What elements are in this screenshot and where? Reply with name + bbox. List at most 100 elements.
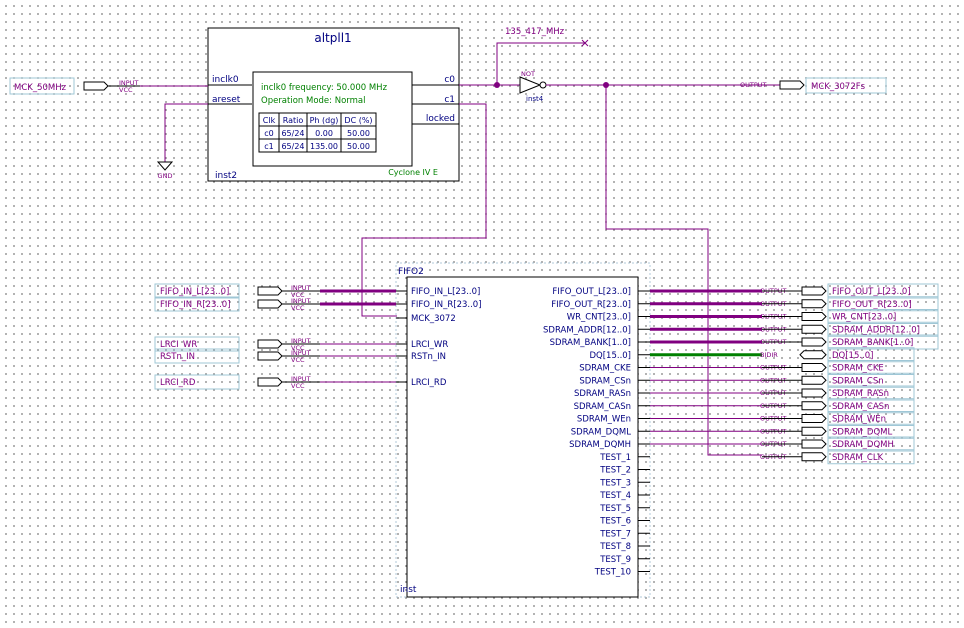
fifo-right-port-label: SDRAM_CKE: [579, 364, 631, 374]
fifo-left-port-label: MCK_3072: [411, 314, 456, 324]
fifo-right-port-label: SDRAM_CSn: [579, 376, 631, 386]
pll-family: Cyclone IV E: [388, 168, 438, 177]
fifo-right-port-label: TEST_2: [599, 466, 631, 476]
fifo-right-port-label: SDRAM_DQMH: [569, 440, 631, 450]
pll-table-cell: 135.00: [310, 142, 338, 151]
pll-table-header-cell: Clk: [263, 116, 276, 125]
output-pin-name: SDRAM_CSn: [832, 376, 884, 386]
fifo-right-port-label: TEST_1: [599, 453, 631, 463]
input-pin-name: FIFO_IN_R[23..0]: [160, 300, 231, 310]
gnd-label: GND: [158, 172, 173, 180]
pll-port-c1: c1: [444, 95, 455, 105]
output-pin-name: SDRAM_ADDR[12..0]: [832, 325, 920, 335]
pll-table-header-cell: Ratio: [283, 116, 304, 125]
fifo-right-port-label: TEST_6: [599, 517, 631, 527]
output-pin-name: SDRAM_CASn: [832, 402, 889, 412]
input-pin-vcc: VCC: [291, 344, 305, 352]
fifo-right-port-label: FIFO_OUT_L[23..0]: [552, 287, 631, 297]
pll-port-locked: locked: [426, 114, 455, 124]
input-pin-type: INPUT: [291, 375, 310, 383]
wire-sdram-clk: [605, 85, 762, 456]
fifo-left-port-label: LRCI_WR: [411, 340, 448, 350]
pll-table-cell: c0: [264, 129, 274, 138]
output-pin-type: BIDIR: [760, 351, 778, 359]
pll-port-inclk0: inclk0: [212, 75, 239, 85]
pll-block[interactable]: altpll1 inst2 Cyclone IV E inclk0 areset…: [207, 27, 460, 182]
fifo-right-port-label: TEST_5: [599, 504, 631, 514]
input-pin-name: LRCI_WR: [160, 340, 197, 350]
pll-table-header-cell: DC (%): [344, 116, 372, 125]
input-pin-type: INPUT: [291, 349, 310, 357]
fifo-right-port-label: TEST_7: [599, 529, 631, 539]
mck-output-type: OUTPUT: [740, 81, 767, 89]
junction-c0: [494, 82, 500, 88]
input-pin-vcc: VCC: [291, 304, 305, 312]
output-pin-name: SDRAM_CKE: [832, 364, 884, 374]
mck-output-pin[interactable]: OUTPUT MCK_3072Fs: [740, 77, 887, 94]
fifo-right-port-label: WR_CNT[23..0]: [567, 313, 631, 323]
output-pin-name: FIFO_OUT_R[23..0]: [832, 300, 912, 310]
fifo-right-port-label: FIFO_OUT_R[23..0]: [551, 300, 631, 310]
pll-table-cell: 50.00: [347, 142, 370, 151]
input-pin-name: RSTn_IN: [160, 352, 195, 362]
not-gate-label: NOT: [521, 70, 535, 78]
not-gate-inst: inst4: [526, 95, 544, 103]
pll-table-cell: 50.00: [347, 129, 370, 138]
pll-table-cell: 65/24: [281, 129, 304, 138]
input-pin-name: FIFO_IN_L[23..0]: [160, 287, 229, 297]
fifo-right-port-label: SDRAM_WEn: [577, 415, 631, 425]
input-pin-type: INPUT: [291, 284, 310, 292]
fifo-block[interactable]: FIFO2 inst FIFO_IN_L[23..0]FIFO_IN_R[23.…: [395, 262, 651, 598]
fifo-right-port-label: SDRAM_DQML: [571, 427, 631, 437]
pll-port-c0: c0: [444, 75, 455, 85]
pll-table-cell: 65/24: [281, 142, 304, 151]
fifo-title: FIFO2: [398, 267, 424, 277]
pll-inst: inst2: [215, 171, 237, 181]
output-pin-name: SDRAM_DQML: [832, 427, 892, 437]
pll-info-mode: Operation Mode: Normal: [261, 96, 365, 106]
fifo-right-port-label: SDRAM_RASn: [574, 389, 631, 399]
output-pin-name: SDRAM_DQMH: [832, 440, 894, 450]
fifo-left-port-label: LRCI_RD: [411, 378, 447, 388]
mck-input-type: INPUT: [119, 79, 138, 87]
fifo-right-port-label: TEST_8: [599, 542, 631, 552]
mck-input-name: MCK_50MHz: [14, 83, 67, 93]
fifo-right-port-label: SDRAM_ADDR[12..0]: [543, 325, 631, 335]
input-pin-type: INPUT: [291, 297, 310, 305]
mck-output-name: MCK_3072Fs: [811, 82, 866, 92]
fifo-right-port-label: TEST_4: [599, 491, 631, 501]
input-pin-vcc: VCC: [291, 291, 305, 299]
mck-input-vcc: VCC: [119, 86, 133, 94]
fifo-inst: inst: [400, 585, 417, 595]
fifo-left-ports: FIFO_IN_L[23..0]FIFO_IN_R[23..0]MCK_3072…: [396, 287, 482, 388]
not-gate[interactable]: NOT inst4: [519, 70, 547, 103]
output-pin-name: FIFO_OUT_L[23..0]: [832, 287, 911, 297]
output-pin-name: SDRAM_WEn: [832, 415, 886, 425]
fifo-right-port-label: TEST_9: [599, 555, 631, 565]
mck-input-pin[interactable]: MCK_50MHz INPUT VCC: [9, 77, 140, 95]
fifo-right-port-label: DQ[15..0]: [590, 351, 632, 361]
fifo-right-port-label: SDRAM_CASn: [574, 402, 631, 412]
pll-port-areset: areset: [212, 95, 241, 105]
